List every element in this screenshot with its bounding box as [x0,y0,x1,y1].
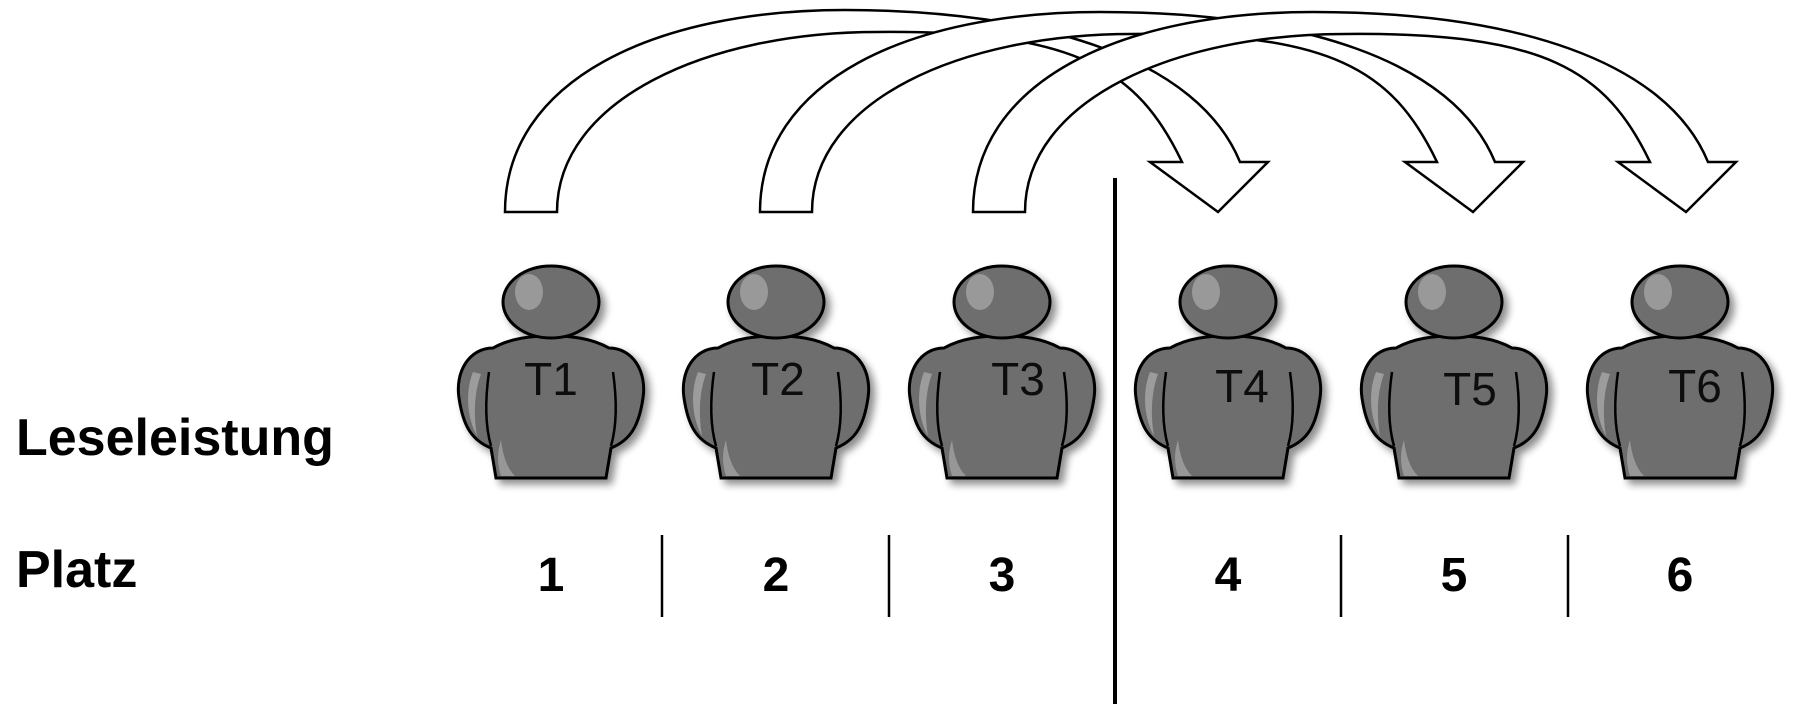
person-arm-line [1060,371,1069,447]
person-highlight [1401,440,1418,476]
person-arm-line [484,371,493,447]
person-highlight [1371,372,1384,436]
person-arm-line [1161,371,1170,447]
arrows-group [503,8,1740,214]
person-arm-line [1512,371,1521,447]
person-highlight [468,372,481,436]
person-highlight [919,372,932,436]
person-highlight [740,274,768,310]
person-highlight [1627,440,1644,476]
person-t3-icon: T3 [907,264,1097,480]
person-arm-line [834,371,843,447]
person-t6-icon: T6 [1585,264,1775,480]
person-arm-line [1613,371,1622,447]
person-arm-line [1286,371,1295,447]
arrow-t1-to-t4 [503,8,1272,214]
person-t4-icon: T4 [1133,264,1323,480]
person-arm-line [1387,371,1396,447]
person-label: T4 [1215,360,1269,412]
person-highlight [498,440,515,476]
person-highlight [693,372,706,436]
rank-number: 4 [1214,549,1242,602]
rank-number: 1 [537,549,565,602]
person-t2-icon: T2 [681,264,871,480]
rank-number: 3 [988,549,1016,602]
row-label-rank: Platz [16,541,138,599]
person-label: T2 [751,353,805,405]
arrow-t2-to-t5 [758,10,1527,214]
person-highlight [515,274,543,310]
rank-number: 6 [1666,549,1694,602]
person-arm-line [935,371,944,447]
person-label: T1 [524,353,578,405]
person-label: T3 [991,353,1045,405]
person-highlight [1418,274,1446,310]
rank-number: 5 [1440,549,1468,602]
person-highlight [1644,274,1672,310]
person-label: T5 [1443,363,1497,415]
person-arm-line [1738,371,1747,447]
separators-group [660,178,1570,704]
person-highlight [1175,440,1192,476]
persons-group: T1 T2 T3 T4 T5 T6 [456,264,1775,480]
person-highlight [949,440,966,476]
person-highlight [966,274,994,310]
arrow-t3-to-t6 [971,10,1740,214]
person-highlight [1192,274,1220,310]
person-t1-icon: T1 [456,264,646,480]
person-t5-icon: T5 [1359,264,1549,480]
row-label-performance: Leseleistung [16,409,334,467]
person-highlight [723,440,740,476]
person-highlight [1145,372,1158,436]
person-arm-line [609,371,618,447]
rank-number: 2 [762,549,790,602]
person-arm-line [709,371,718,447]
person-highlight [1597,372,1610,436]
person-label: T6 [1668,360,1722,412]
